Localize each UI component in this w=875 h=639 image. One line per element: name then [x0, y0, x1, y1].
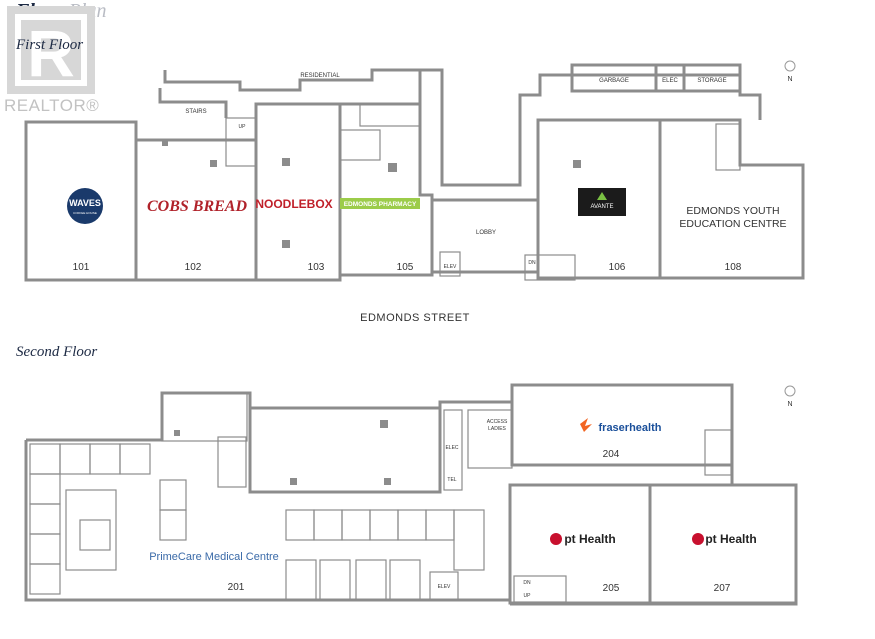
- unit-108-tenant-line2: EDUCATION CENTRE: [679, 218, 786, 230]
- tel-label: TEL: [447, 477, 456, 483]
- avante-logo-text: AVANTE: [590, 204, 613, 210]
- waves-logo: [67, 188, 103, 224]
- elec-label-2: ELEC: [445, 445, 458, 451]
- realtor-logo-text: REALTOR®: [4, 96, 100, 115]
- floor2-office-grid: [29, 443, 485, 601]
- realtor-logo: R: [7, 6, 95, 94]
- access-label: ACCESS: [487, 419, 508, 425]
- compass-n-label-2: N: [787, 401, 792, 408]
- waves-logo-text: WAVES: [69, 198, 101, 208]
- ladies-label: LADIES: [488, 426, 506, 432]
- pharmacy-logo-bg: [340, 198, 420, 209]
- stairs-label: STAIRS: [185, 109, 206, 115]
- unit-108-walls: [658, 118, 805, 280]
- pt-health-logo-205: pt Health: [564, 532, 615, 546]
- street-label: EDMONDS STREET: [360, 312, 470, 324]
- unit-103-number: 103: [308, 262, 325, 273]
- compass-n-label: N: [787, 76, 792, 83]
- unit-108-tenant-line1: EDMONDS YOUTH: [686, 205, 779, 217]
- avante-logo-icon: [597, 192, 607, 200]
- unit-103-walls: [254, 102, 342, 282]
- elec-label: ELEC: [662, 78, 678, 84]
- residential-label: RESIDENTIAL: [300, 73, 340, 79]
- elev-label: ELEV: [444, 264, 457, 270]
- unit-101-number: 101: [73, 262, 90, 273]
- dn-label: DN: [528, 260, 536, 266]
- unit-106-number: 106: [609, 262, 626, 273]
- cobs-bread-logo: COBS BREAD: [147, 198, 247, 215]
- unit-201-number: 201: [228, 582, 245, 593]
- pt-health-logo-icon-207: [692, 533, 704, 545]
- elev-label-2: ELEV: [438, 584, 451, 590]
- second-floor-label: Second Floor: [16, 344, 98, 360]
- up-label: UP: [239, 124, 247, 130]
- noodlebox-logo: NOODLEBOX: [255, 197, 332, 211]
- compass-icon: [784, 60, 796, 72]
- storage-label: STORAGE: [697, 78, 726, 84]
- compass-icon-2: [784, 385, 796, 397]
- primecare-logo: PrimeCare Medical Centre: [149, 551, 279, 563]
- floor2-central-walls: [248, 406, 442, 494]
- pt-health-logo-207: pt Health: [705, 532, 756, 546]
- up-label-2: UP: [524, 593, 532, 599]
- dn-label-2: DN: [523, 580, 531, 586]
- first-floor-label: First Floor: [16, 37, 84, 53]
- unit-207-walls: [648, 483, 798, 605]
- unit-204-number: 204: [603, 449, 620, 460]
- unit-108-number: 108: [725, 262, 742, 273]
- fraserhealth-logo-icon: [580, 418, 592, 432]
- fraserhealth-logo: fraserhealth: [599, 422, 662, 434]
- pt-health-logo-icon-205: [550, 533, 562, 545]
- unit-105-number: 105: [397, 262, 414, 273]
- svg-text:R: R: [27, 16, 75, 90]
- unit-205-number: 205: [603, 583, 620, 594]
- edmonds-pharmacy-logo: EDMONDS PHARMACY: [344, 201, 417, 208]
- unit-102-number: 102: [185, 262, 202, 273]
- lobby-label: LOBBY: [476, 230, 496, 236]
- garbage-label: GARBAGE: [599, 78, 629, 84]
- waves-logo-subtext: COFFEE HOUSE: [73, 211, 97, 215]
- unit-207-number: 207: [714, 583, 731, 594]
